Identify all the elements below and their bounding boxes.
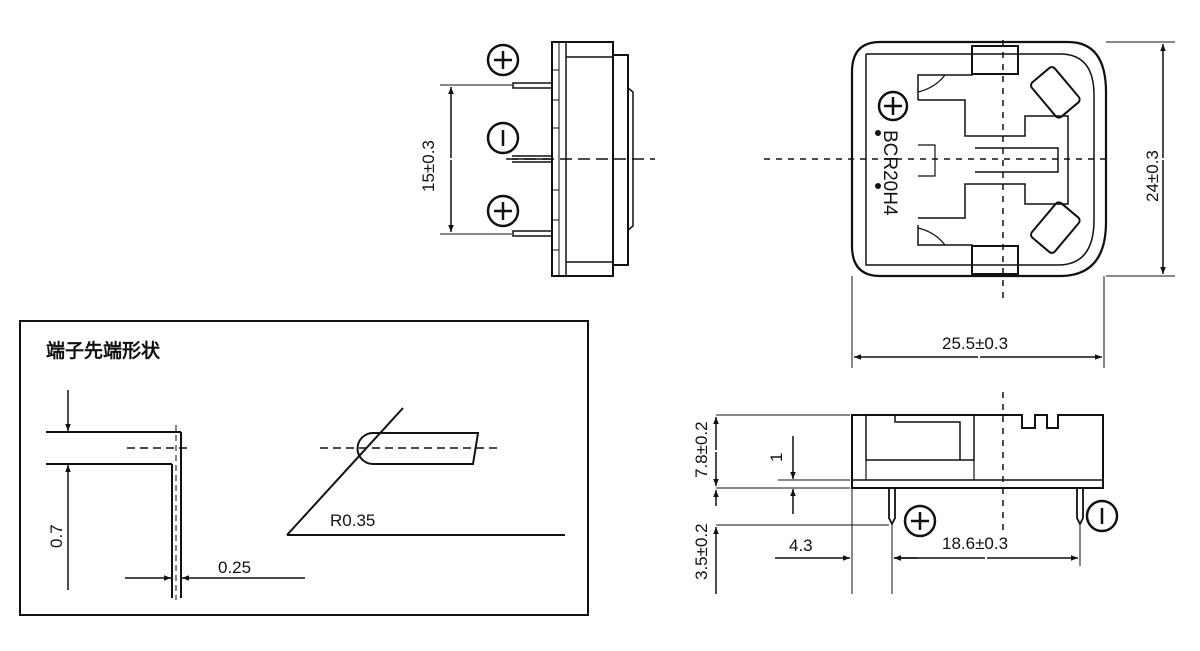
dim-pin-offset-label: 4.3 <box>789 536 813 555</box>
dim-width-label: 0.25 <box>218 558 251 577</box>
minus-icon <box>486 121 520 155</box>
minus-icon <box>1085 499 1119 533</box>
dim-pin-pitch-label: 18.6±0.3 <box>942 534 1008 553</box>
polarity-dot <box>875 130 881 136</box>
dim-step-label: 1 <box>767 453 786 462</box>
detail-box: 端子先端形状 0.7 0.25 R0.35 <box>19 320 589 616</box>
dim-height-label: 24±0.3 <box>1143 150 1162 202</box>
top-view: ⊕ BCR20H4 24±0.3 25.5±0.3 <box>764 40 1175 368</box>
dim-pitch-label: 15±0.3 <box>419 140 438 192</box>
part-marking: BCR20H4 <box>879 130 900 216</box>
polarity-dot <box>875 183 881 189</box>
dim-pin-length-label: 3.5±0.2 <box>692 523 711 580</box>
detail-frame <box>19 320 589 616</box>
plus-icon <box>486 194 520 228</box>
dim-radius-label: R0.35 <box>330 511 375 530</box>
dim-thickness-label: 0.7 <box>47 524 66 548</box>
dim-width-top-label: 25.5±0.3 <box>942 334 1008 353</box>
tip-radius-detail <box>286 407 565 536</box>
plus-icon <box>877 90 909 122</box>
front-view: 7.8±0.2 1 3.5±0.2 4.3 18.6±0.3 <box>692 392 1119 594</box>
terminal-bend-detail <box>46 425 192 600</box>
plus-icon <box>903 504 937 538</box>
side-view: 15±0.3 ⊕ ⊖ ⊕ <box>419 41 655 277</box>
dim-width-top <box>851 276 1105 368</box>
plus-icon <box>486 43 520 77</box>
detail-title: 端子先端形状 <box>46 339 161 362</box>
dim-body-height-label: 7.8±0.2 <box>692 421 711 478</box>
dim-height <box>1106 41 1175 277</box>
